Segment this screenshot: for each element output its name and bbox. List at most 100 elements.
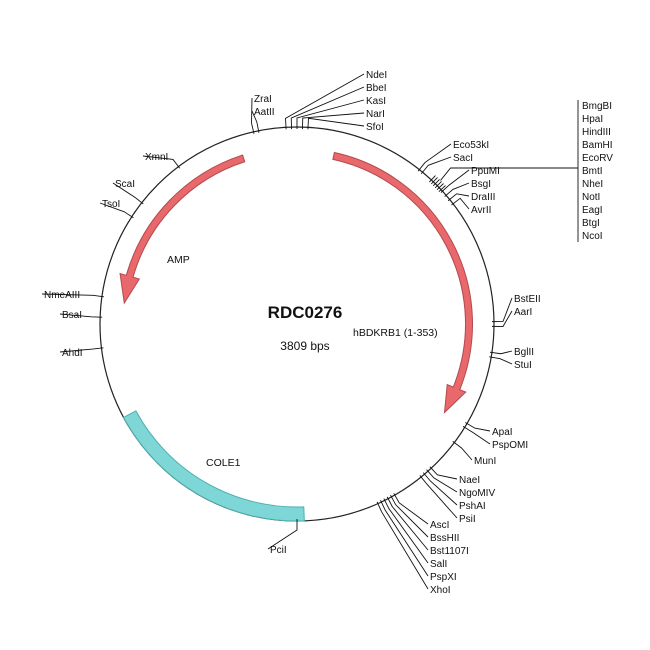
site-line-eco53ki: [417, 143, 452, 172]
site-label-avrii: AvrII: [471, 205, 491, 216]
site-line-apai: [465, 422, 491, 432]
feature-hbdkrb1-1-353: [332, 151, 473, 414]
mcs-tick: [428, 175, 436, 183]
plasmid-name: RDC0276: [268, 303, 343, 322]
site-label-ngomiv: NgoMIV: [459, 488, 495, 499]
site-line-pspomi: [462, 425, 491, 445]
site-label-bmgbi: BmgBI: [582, 101, 612, 112]
site-label-draiii: DraIII: [471, 192, 495, 203]
site-line-kasi: [296, 99, 365, 129]
site-label-bsgi: BsgI: [471, 179, 491, 190]
site-label-bsshii: BssHII: [430, 533, 459, 544]
site-label-bglii: BglII: [514, 347, 534, 358]
site-label-nmeaiii: NmeAIII: [44, 290, 80, 301]
site-label-bsteii: BstEII: [514, 294, 541, 305]
feature-label-amp: AMP: [167, 254, 190, 266]
site-label-scai: ScaI: [115, 179, 135, 190]
site-line-ngomiv: [426, 469, 458, 493]
site-label-ppumi: PpuMI: [471, 166, 500, 177]
site-line-ppumi: [440, 169, 470, 193]
site-label-apai: ApaI: [492, 427, 513, 438]
site-label-ahdi: AhdI: [62, 348, 83, 359]
site-label-xhoi: XhoI: [430, 585, 451, 596]
feature-layer: [119, 151, 473, 522]
site-line-tsoi: [99, 202, 134, 219]
site-line-aari: [491, 310, 513, 327]
site-line-pshai: [422, 472, 458, 506]
site-label-psii: PsiI: [459, 514, 476, 525]
site-line-draiii: [447, 193, 470, 202]
site-line-avrii: [451, 197, 470, 210]
site-line-xhoi: [376, 501, 429, 590]
site-line-bbei: [290, 86, 365, 130]
site-label-hpai: HpaI: [582, 114, 603, 125]
site-label-sali: SalI: [430, 559, 447, 570]
site-label-ncoi: NcoI: [582, 231, 603, 242]
site-label-muni: MunI: [474, 456, 496, 467]
site-label-bamhi: BamHI: [582, 140, 613, 151]
site-line-bsgi: [444, 182, 470, 197]
site-label-bmti: BmtI: [582, 166, 603, 177]
site-line-aatii: [251, 110, 260, 133]
site-label-bsai: BsaI: [62, 310, 82, 321]
site-line-asci: [393, 493, 429, 525]
site-line-sali: [383, 498, 429, 564]
mcs-tick: [436, 183, 444, 191]
site-line-bsai: [59, 313, 103, 318]
feature-label-hbdkrb1-1-353: hBDKRB1 (1-353): [353, 327, 438, 339]
mcs-tick: [430, 177, 438, 185]
site-line-nmeaiii: [41, 293, 104, 298]
feature-amp: [119, 154, 246, 305]
site-line-scai: [112, 182, 144, 205]
site-line-bsteii: [491, 297, 513, 323]
site-label-zrai: ZraI: [254, 94, 272, 105]
site-label-pspomi: PspOMI: [492, 440, 528, 451]
site-line-pcii: [267, 519, 298, 550]
site-label-nhei: NheI: [582, 179, 603, 190]
feature-label-cole1: COLE1: [206, 457, 241, 469]
site-line-xmni: [142, 155, 181, 169]
plasmid-size: 3809 bps: [280, 339, 329, 353]
site-line-zrai: [251, 97, 255, 134]
mcs-tick: [438, 185, 446, 193]
site-line-nari: [301, 112, 365, 130]
site-label-layer: NdeI BbeI KasI NarI SfoI ZraI AatII XmnI ScaI Tso…: [44, 70, 613, 596]
site-label-btgi: BtgI: [582, 218, 600, 229]
mcs-tick: [432, 179, 440, 187]
site-label-pspxi: PspXI: [430, 572, 457, 583]
site-label-naei: NaeI: [459, 475, 480, 486]
site-line-bsshii: [390, 494, 429, 538]
site-line-ahdi: [59, 347, 104, 353]
site-label-asci: AscI: [430, 520, 449, 531]
site-line-stui: [489, 356, 513, 365]
site-label-sfoi: SfoI: [366, 122, 384, 133]
site-line-psii: [419, 475, 458, 519]
site-label-pshai: PshAI: [459, 501, 486, 512]
site-line-bglii: [489, 350, 513, 355]
site-line-muni: [452, 440, 473, 461]
site-label-aari: AarI: [514, 307, 532, 318]
feature-cole1: [122, 410, 305, 522]
site-label-eagi: EagI: [582, 205, 603, 216]
site-line-sfoi: [307, 117, 365, 130]
site-label-aatii: AatII: [254, 107, 275, 118]
site-line-saci: [420, 156, 452, 175]
site-line-pspxi: [380, 500, 429, 577]
site-label-ndei: NdeI: [366, 70, 387, 81]
site-line-naei: [429, 466, 458, 480]
site-label-noti: NotI: [582, 192, 600, 203]
site-line-bst1107i: [386, 496, 429, 551]
site-label-xmni: XmnI: [145, 152, 168, 163]
site-label-saci: SacI: [453, 153, 473, 164]
site-label-tsoi: TsoI: [102, 199, 120, 210]
site-label-hindiii: HindIII: [582, 127, 611, 138]
site-label-ecorv: EcoRV: [582, 153, 613, 164]
mcs-leader: [440, 167, 578, 181]
site-label-pcii: PciI: [270, 545, 287, 556]
site-label-kasi: KasI: [366, 96, 386, 107]
site-label-eco53ki: Eco53kI: [453, 140, 489, 151]
mcs-tick: [434, 181, 442, 189]
site-label-nari: NarI: [366, 109, 385, 120]
site-label-bbei: BbeI: [366, 83, 387, 94]
